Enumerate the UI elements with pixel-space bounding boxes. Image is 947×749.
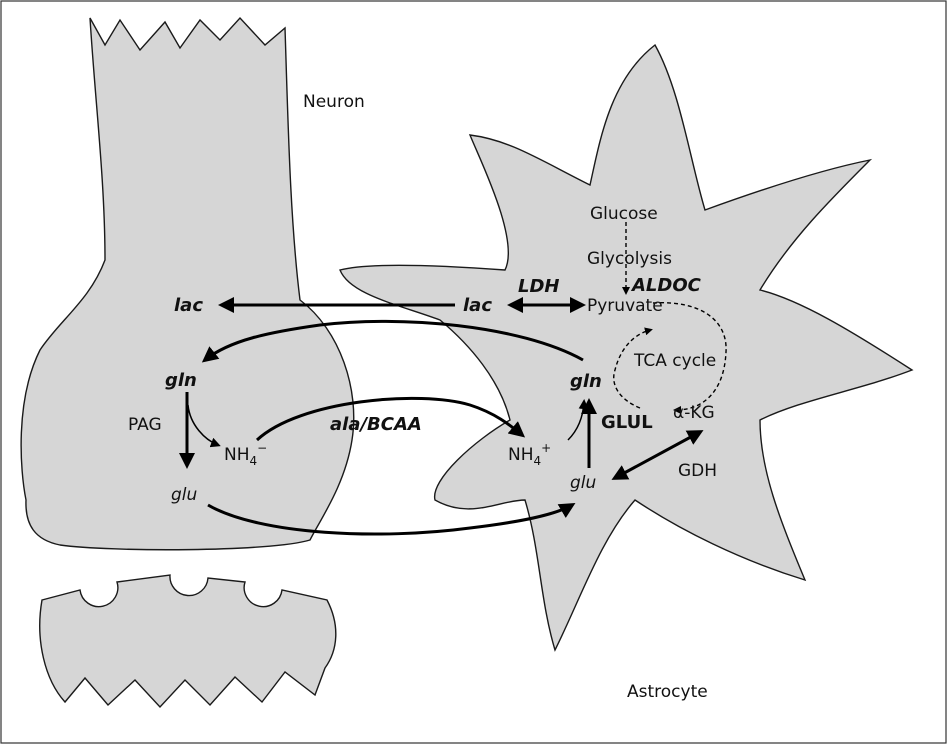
tca-cycle-label: TCA cycle [633, 351, 716, 371]
astrocyte-label: Astrocyte [627, 682, 708, 702]
gdh-label: GDH [678, 461, 717, 481]
pyruvate-label: Pyruvate [587, 296, 663, 316]
ala-bcaa-label: ala/BCAA [330, 414, 422, 435]
ldh-label: LDH [518, 276, 559, 297]
lac-neuron-label: lac [174, 295, 203, 316]
neuron-label: Neuron [303, 92, 365, 112]
glucose-label: Glucose [590, 204, 658, 224]
gln-astrocyte-label: gln [570, 371, 602, 392]
aldoc-label: ALDOC [630, 275, 702, 296]
glu-neuron-label: glu [171, 485, 198, 505]
gln-neuron-label: gln [165, 370, 197, 391]
alpha-kg-label: α-KG [673, 403, 715, 423]
glycolysis-label: Glycolysis [587, 249, 672, 269]
pag-label: PAG [128, 415, 162, 435]
glu-astrocyte-label: glu [570, 473, 597, 493]
lac-astrocyte-label: lac [463, 295, 492, 316]
glul-label: GLUL [601, 412, 653, 433]
